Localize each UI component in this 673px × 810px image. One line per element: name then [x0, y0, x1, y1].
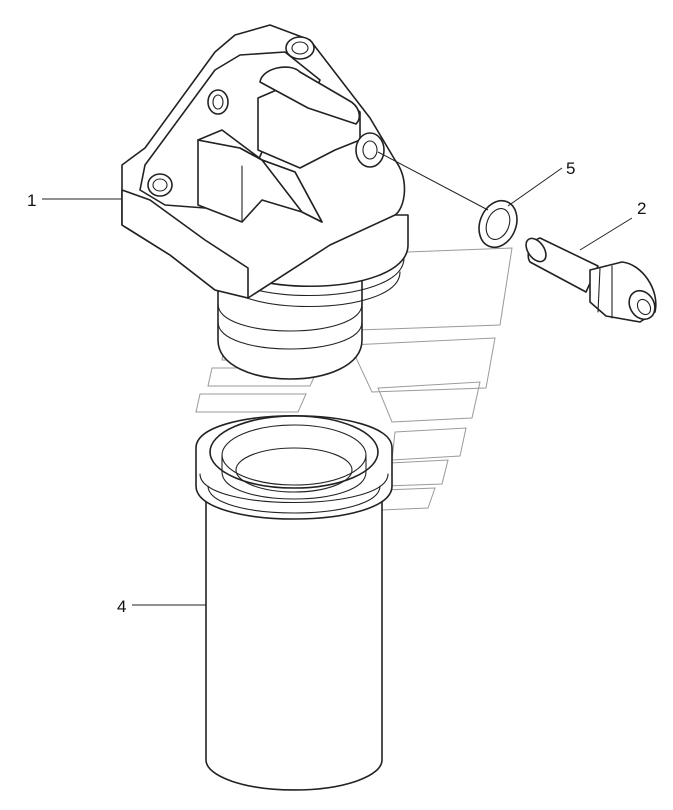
callout-4: 4	[117, 597, 126, 616]
banjo-bolt	[525, 237, 657, 323]
sealing-washer	[478, 199, 518, 249]
filter-cartridge	[195, 415, 393, 791]
leader-line-5b	[377, 151, 489, 211]
filter-head	[121, 24, 409, 380]
leader-line-2	[579, 217, 633, 251]
callout-2: 2	[637, 199, 646, 218]
leader-line-5	[507, 167, 563, 207]
callout-5: 5	[566, 159, 575, 178]
callout-1: 1	[27, 191, 36, 210]
